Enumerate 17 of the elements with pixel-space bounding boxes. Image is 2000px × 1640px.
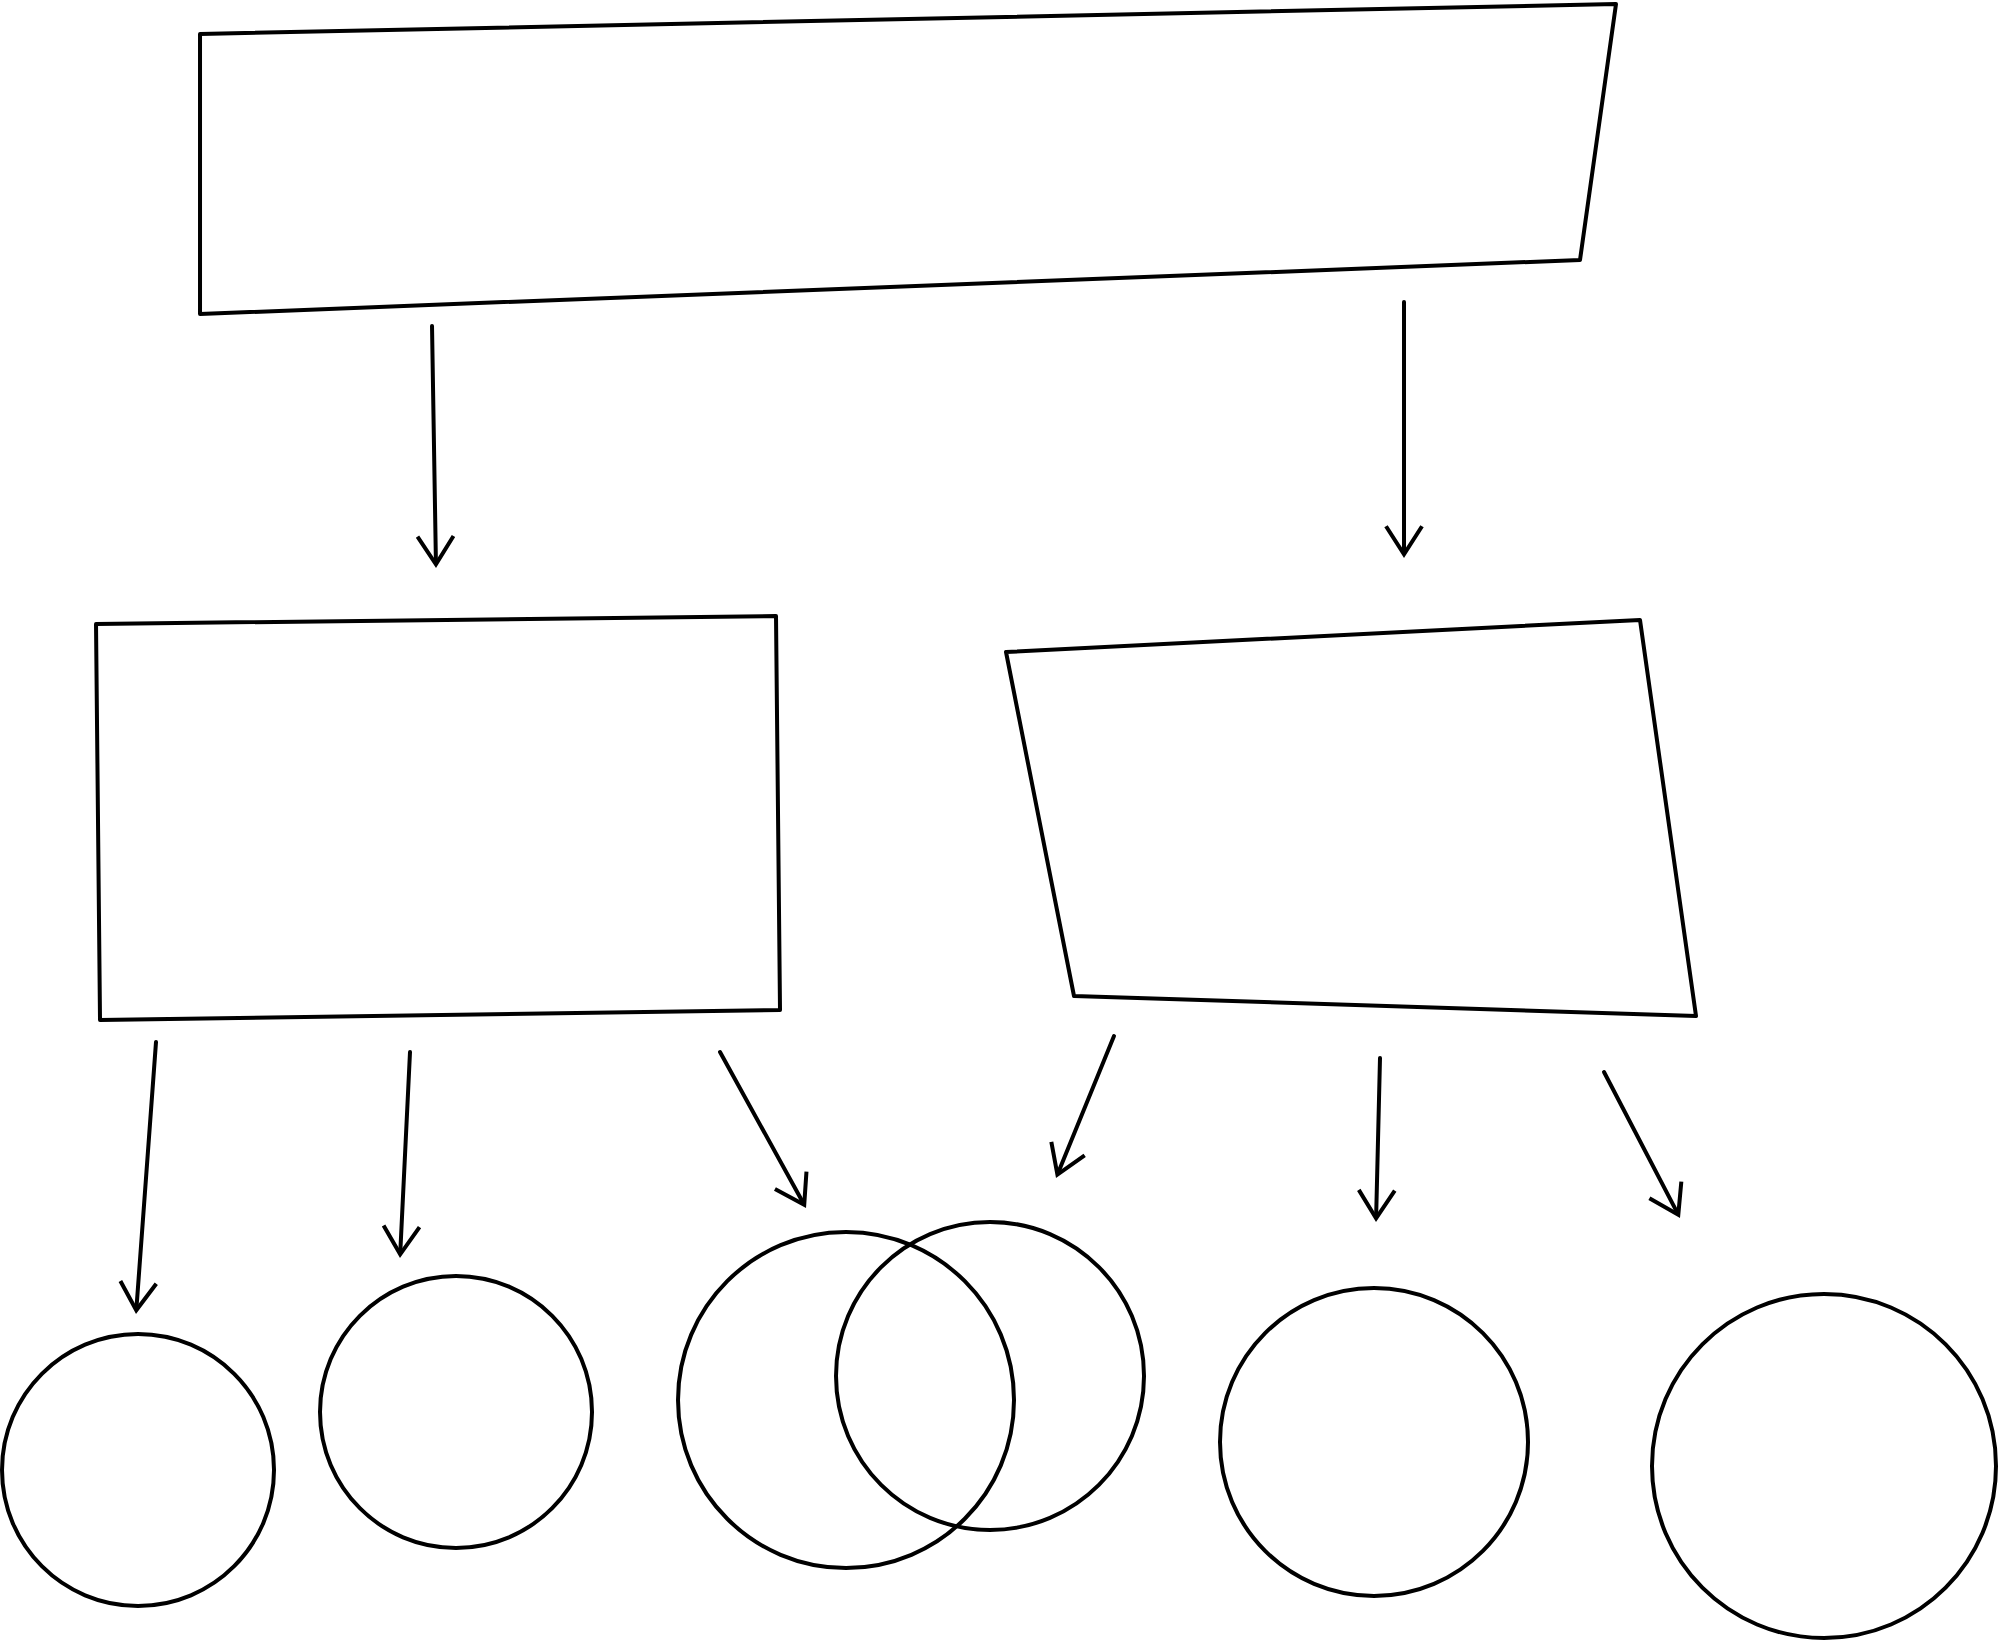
arrow bbox=[415, 324, 456, 568]
arrow bbox=[1384, 300, 1424, 558]
arrow bbox=[1602, 1070, 1684, 1218]
arrow bbox=[1049, 1034, 1116, 1178]
arrow bbox=[718, 1050, 809, 1208]
circle bbox=[0, 1332, 276, 1608]
arrow bbox=[381, 1050, 422, 1258]
circle bbox=[834, 1220, 1146, 1532]
arrow bbox=[1357, 1056, 1397, 1222]
arrow bbox=[118, 1040, 158, 1314]
circle bbox=[1218, 1286, 1530, 1598]
box bbox=[198, 2, 1618, 316]
box bbox=[1004, 618, 1698, 1018]
circle bbox=[676, 1230, 1016, 1570]
circle bbox=[318, 1274, 594, 1550]
box bbox=[94, 614, 782, 1022]
circle bbox=[1650, 1292, 1998, 1640]
